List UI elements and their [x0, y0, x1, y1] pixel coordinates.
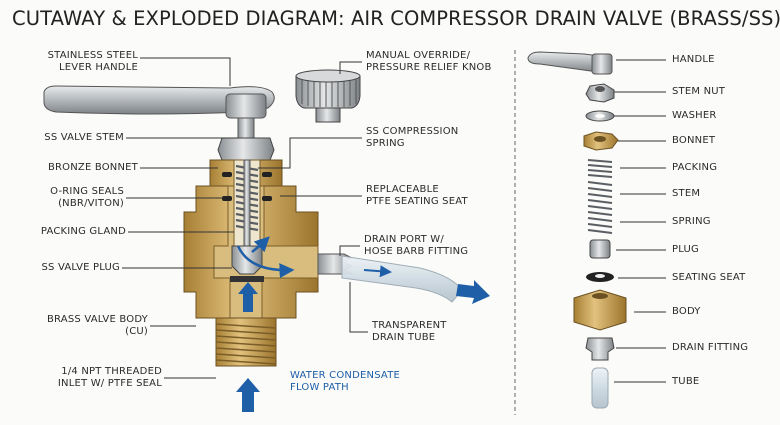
- part-label-packing: PACKING: [672, 162, 718, 173]
- valve-stem: [237, 117, 255, 139]
- part-label-stem-nut: STEM NUT: [672, 86, 726, 97]
- label-drain-tube: TRANSPARENT DRAIN TUBE: [372, 320, 447, 343]
- flow-arrows: [236, 280, 490, 412]
- part-label-seating-seat: SEATING SEAT: [672, 272, 746, 283]
- part-label-body: BODY: [672, 306, 701, 317]
- lever-handle: [43, 85, 275, 115]
- part-label-handle: HANDLE: [672, 54, 715, 65]
- handle-hub: [225, 93, 267, 119]
- threaded-inlet: [215, 317, 277, 367]
- part-label-washer: WASHER: [672, 110, 717, 121]
- label-lever-handle: STAINLESS STEEL LEVER HANDLE: [47, 50, 138, 73]
- label-flow-path: WATER CONDENSATE FLOW PATH: [290, 370, 401, 393]
- stem-nut: [217, 137, 275, 161]
- valve-plug: [231, 245, 263, 275]
- label-valve-plug: SS VALVE PLUG: [41, 262, 120, 273]
- part-drain-fitting: [585, 337, 615, 361]
- part-tube: [591, 367, 609, 409]
- part-spring-stem: [587, 181, 613, 234]
- part-body: [573, 289, 627, 331]
- label-valve-body: BRASS VALVE BODY (CU): [47, 314, 148, 337]
- part-stem-nut: [585, 83, 615, 103]
- label-threaded-inlet: 1/4 NPT THREADED INLET W/ PTFE SEAL: [57, 366, 162, 389]
- part-label-stem: STEM: [672, 188, 701, 199]
- label-valve-stem: SS VALVE STEM: [44, 132, 124, 143]
- exploded-view: [527, 51, 627, 409]
- label-packing-gland: PACKING GLAND: [40, 226, 126, 237]
- label-compression-spring: SS COMPRESSION SPRING: [366, 126, 459, 149]
- part-label-tube: TUBE: [672, 376, 700, 387]
- label-drain-port: DRAIN PORT W/ HOSE BARB FITTING: [364, 234, 469, 257]
- label-bronze-bonnet: BRONZE BONNET: [47, 162, 138, 173]
- label-override-knob: MANUAL OVERRIDE/ PRESSURE RELIEF KNOB: [366, 50, 492, 73]
- label-ptfe-seat: REPLACEABLE PTFE SEATING SEAT: [366, 184, 468, 207]
- part-packing: [587, 159, 613, 178]
- page-title: CUTAWAY & EXPLODED DIAGRAM: AIR COMPRESS…: [12, 7, 780, 30]
- part-plug: [589, 239, 611, 259]
- label-o-ring-seals: O-RING SEALS (NBR/VITON): [50, 186, 124, 209]
- override-knob: [295, 69, 361, 123]
- leader-lines: [122, 57, 666, 383]
- drain-tube: [341, 255, 463, 303]
- part-label-drain-fitting: DRAIN FITTING: [672, 342, 749, 353]
- part-label-bonnet: BONNET: [672, 135, 716, 146]
- part-label-plug: PLUG: [672, 244, 699, 255]
- part-label-spring: SPRING: [672, 216, 711, 227]
